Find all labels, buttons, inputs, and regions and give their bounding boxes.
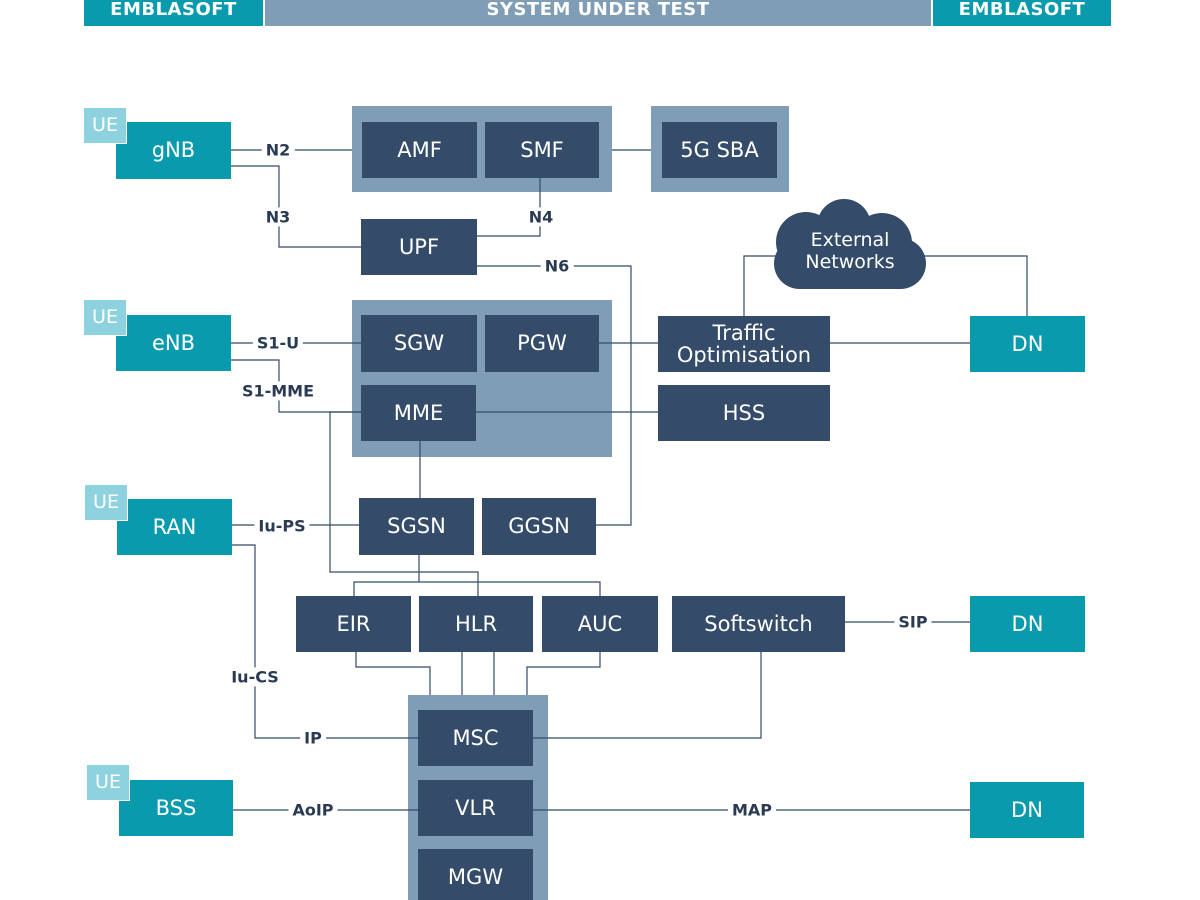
bss-node: BSS [119,780,233,836]
dn-node-mid: DN [970,596,1085,652]
traffic-optimisation-line1: Traffic [712,320,776,345]
interface-s1mme-label: S1-MME [237,381,319,401]
line-softswitch-msc [533,652,762,739]
dn-node-top: DN [970,316,1085,372]
line-auc-msc [526,652,601,695]
header-right-brand: EMBLASOFT [933,0,1111,26]
mme-node: MME [361,385,476,441]
line-ran-msc [232,544,418,739]
enb-node: eNB [116,315,231,371]
traffic-optimisation-node: Traffic Optimisation [658,316,830,372]
line-cloud-dn [918,255,1028,316]
hlr-node: HLR [419,596,533,652]
line-gnb-upf [231,165,361,248]
external-networks-label: External Networks [775,229,925,274]
auc-node: AUC [542,596,658,652]
amf-node: AMF [362,122,477,178]
ue-badge-enb: UE [83,299,127,336]
header-system-under-test: SYSTEM UNDER TEST [265,0,931,26]
upf-node: UPF [361,219,477,275]
gnb-node: gNB [116,122,231,179]
hss-node: HSS [658,385,830,441]
interface-n2-label: N2 [261,140,295,160]
smf-node: SMF [485,122,599,178]
ran-node: RAN [117,499,232,555]
line-traffic-cloud [743,255,785,316]
interface-n6-label: N6 [540,256,574,276]
external-networks-line1: External [810,229,890,251]
interface-n3-label: N3 [261,207,295,227]
header-left-brand: EMBLASOFT [84,0,263,26]
eir-node: EIR [296,596,411,652]
line-upf-n6 [477,265,632,526]
vlr-node: VLR [418,780,533,836]
ue-badge-gnb: UE [83,107,127,144]
ue-badge-ran: UE [84,484,128,521]
line-smf-upf [477,178,541,237]
pgw-node: PGW [485,315,599,372]
external-networks-cloud [774,199,926,289]
interface-iups-label: Iu-PS [254,516,310,536]
line-eir-msc [355,652,431,695]
dn-node-bottom: DN [970,782,1084,838]
ue-badge-bss: UE [86,764,130,801]
line-mme-hlr [329,411,479,596]
traffic-optimisation-line2: Optimisation [676,343,812,367]
softswitch-node: Softswitch [672,596,845,652]
interface-ip-label: IP [300,728,326,748]
ggsn-node: GGSN [482,498,596,555]
sgsn-node: SGSN [359,498,474,555]
5g-sba-node: 5G SBA [662,122,777,178]
interface-s1u-label: S1-U [252,333,304,353]
external-networks-line2: Networks [805,250,895,273]
interface-aoip-label: AoIP [288,800,338,820]
mgw-node: MGW [418,849,533,900]
line-bus-eir-auc [353,581,601,596]
msc-node: MSC [418,710,533,766]
interface-map-label: MAP [727,800,777,820]
sgw-node: SGW [361,315,477,372]
interface-sip-label: SIP [894,612,932,632]
interface-n4-label: N4 [524,207,558,227]
interface-iucs-label: Iu-CS [227,667,283,687]
